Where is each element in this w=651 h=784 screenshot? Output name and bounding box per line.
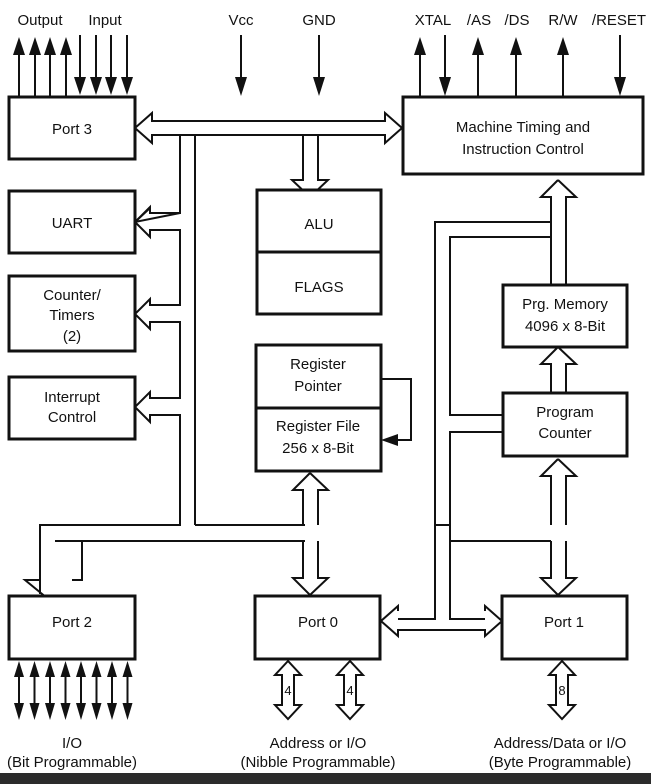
program-counter-block: Program Counter bbox=[501, 391, 629, 458]
port2-io-arrows bbox=[14, 661, 133, 720]
port2-caption-1: I/O bbox=[62, 735, 82, 752]
timing-pin-arrows bbox=[414, 35, 626, 97]
bottom-edge-bar bbox=[0, 773, 651, 784]
svg-text:UART: UART bbox=[52, 215, 93, 232]
port0-bus-b: 4 bbox=[334, 659, 366, 721]
uart-block: UART bbox=[7, 189, 137, 255]
pc-to-prgmem-bus bbox=[538, 346, 579, 393]
right-bus-lines bbox=[379, 221, 551, 639]
alu-flags-block: ALU FLAGS bbox=[255, 188, 383, 316]
svg-text:(2): (2) bbox=[63, 328, 81, 345]
svg-text:Program: Program bbox=[536, 404, 594, 421]
svg-text:Port 1: Port 1 bbox=[544, 614, 584, 631]
svg-text:Port 2: Port 2 bbox=[52, 614, 92, 631]
port2-bit-arrow bbox=[45, 661, 55, 720]
as-label: /AS bbox=[467, 12, 491, 29]
port0-block: Port 0 bbox=[253, 594, 382, 661]
svg-text:Interrupt: Interrupt bbox=[44, 389, 101, 406]
port2-bit-arrow bbox=[29, 661, 40, 720]
svg-text:Port 3: Port 3 bbox=[52, 121, 92, 138]
port1-caption-2: (Byte Programmable) bbox=[489, 754, 632, 771]
xtal-label: XTAL bbox=[415, 12, 451, 29]
alu-bus bbox=[289, 135, 331, 199]
port0-caption-2: (Nibble Programmable) bbox=[240, 754, 395, 771]
svg-text:Counter: Counter bbox=[538, 425, 591, 442]
svg-text:Counter/: Counter/ bbox=[43, 287, 101, 304]
alu-label: ALU bbox=[304, 216, 333, 233]
output-pins-label: Output bbox=[17, 12, 63, 29]
port1-bus: 8 bbox=[546, 659, 578, 721]
gnd-arrow bbox=[313, 35, 325, 96]
interrupt-control-block: Interrupt Control bbox=[7, 375, 137, 441]
port2-bit-arrow bbox=[91, 661, 102, 720]
port3-input-arrows bbox=[74, 35, 133, 95]
port1-bus-width: 8 bbox=[558, 683, 565, 698]
register-file-label-2: 256 x 8-Bit bbox=[282, 440, 355, 457]
port0-bus-b-width: 4 bbox=[346, 683, 353, 698]
register-file-bus bbox=[290, 472, 331, 597]
port2-bit-arrow bbox=[122, 661, 133, 720]
port1-caption-1: Address/Data or I/O bbox=[494, 735, 627, 752]
port2-block: Port 2 bbox=[7, 594, 137, 661]
prgmem-to-timing-bus bbox=[538, 179, 579, 285]
register-pointer-label-1: Register bbox=[290, 356, 346, 373]
register-file-label-1: Register File bbox=[276, 418, 360, 435]
port2-bit-arrow bbox=[107, 661, 117, 720]
port2-bit-arrow bbox=[14, 661, 24, 720]
pc-port1-bus bbox=[538, 458, 579, 597]
machine-timing-block: Machine Timing and Instruction Control bbox=[401, 95, 645, 176]
lower-bus bbox=[22, 525, 305, 599]
program-memory-block: Prg. Memory 4096 x 8-Bit bbox=[501, 283, 629, 349]
port3-output-arrows bbox=[13, 37, 72, 97]
port1-block: Port 1 bbox=[500, 594, 629, 661]
gnd-label: GND bbox=[302, 12, 336, 29]
svg-text:Port 0: Port 0 bbox=[298, 614, 338, 631]
register-block: Register Pointer Register File 256 x 8-B… bbox=[254, 343, 383, 473]
svg-text:Machine Timing and: Machine Timing and bbox=[456, 119, 590, 136]
top-bus bbox=[133, 110, 404, 146]
vcc-arrow bbox=[235, 35, 247, 96]
port0-bus-a-width: 4 bbox=[284, 683, 291, 698]
flags-label: FLAGS bbox=[294, 279, 343, 296]
register-pointer-label-2: Pointer bbox=[294, 378, 342, 395]
port2-bit-arrow bbox=[76, 661, 86, 720]
port3-block: Port 3 bbox=[7, 95, 137, 161]
port0-bus-a: 4 bbox=[272, 659, 304, 721]
svg-text:Timers: Timers bbox=[49, 307, 94, 324]
port2-caption-2: (Bit Programmable) bbox=[7, 754, 137, 771]
rw-label: R/W bbox=[548, 12, 578, 29]
svg-text:Prg. Memory: Prg. Memory bbox=[522, 296, 608, 313]
port2-bit-arrow bbox=[60, 661, 71, 720]
counter-timers-block: Counter/ Timers (2) bbox=[7, 274, 137, 353]
ds-label: /DS bbox=[504, 12, 529, 29]
svg-text:4096 x 8-Bit: 4096 x 8-Bit bbox=[525, 318, 606, 335]
svg-text:Instruction Control: Instruction Control bbox=[462, 141, 584, 158]
reset-label: /RESET bbox=[592, 12, 646, 29]
vcc-label: Vcc bbox=[228, 12, 254, 29]
svg-text:Control: Control bbox=[48, 409, 96, 426]
port0-caption-1: Address or I/O bbox=[270, 735, 367, 752]
input-pins-label: Input bbox=[88, 12, 122, 29]
register-pointer-loop bbox=[381, 378, 412, 446]
